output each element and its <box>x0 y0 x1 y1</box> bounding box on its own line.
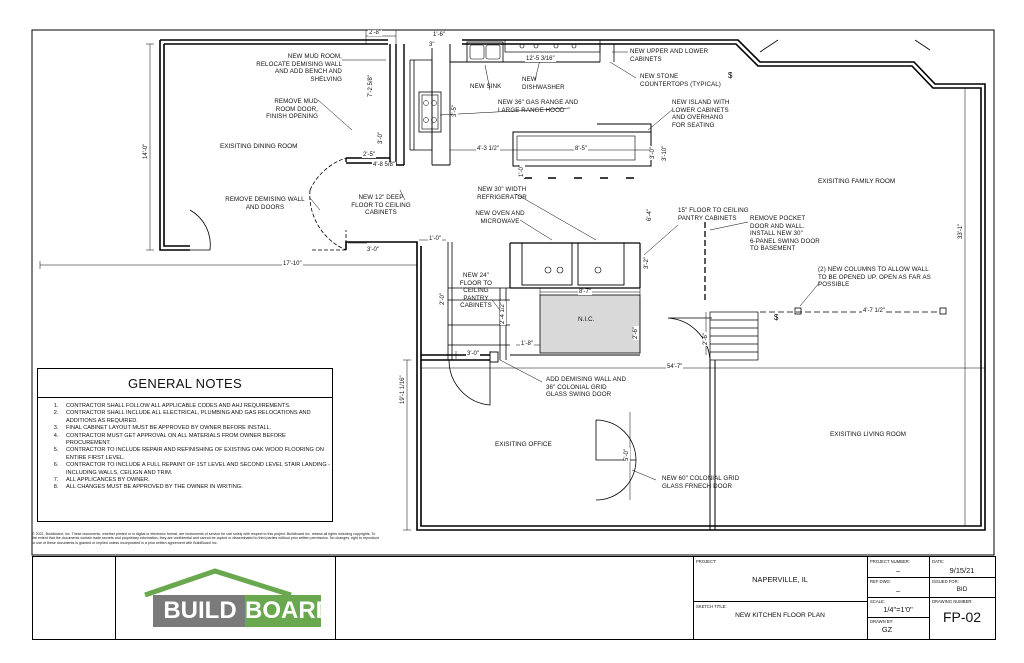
dim-27: 3'-0" <box>466 351 480 357</box>
logo-text-build: BUILD <box>163 597 237 624</box>
house-roof-icon <box>144 568 321 627</box>
drawing-number: FP-02 <box>942 609 982 625</box>
date-label: DATE: <box>932 559 945 564</box>
label-oven-microwave: NEW OVEN AND MICROWAVE <box>475 210 525 225</box>
dim-6: 3'-0" <box>378 131 384 145</box>
note-item: CONTRACTOR TO INCLUDE REPAIR AND REFINIS… <box>60 447 332 462</box>
label-refrigerator: NEW 30" WIDTH REFRIGERATOR <box>477 186 527 201</box>
scale-value: 1/4"=1'0" <box>883 605 913 614</box>
label-mud-room: NEW MUD ROOM, RELOCATE DEMISING WALL AND… <box>256 53 342 83</box>
general-notes-title: GENERAL NOTES <box>128 376 242 391</box>
dim-4: 12'-5 3/16" <box>525 56 556 62</box>
scale-label: SCALE: <box>870 599 885 604</box>
drawing-number-label: DRAWING NUMBER: <box>932 599 973 604</box>
ref-dwg-label: REF DWG: <box>870 579 891 584</box>
dim-8: 2'-5" <box>362 152 376 158</box>
svg-text:$: $ <box>774 313 779 322</box>
dim-24: 2'-6" <box>633 326 639 340</box>
dim-12: 3'-0" <box>650 146 656 160</box>
dim-19: 6'-4" <box>647 208 653 222</box>
general-notes-list: CONTRACTOR SHALL FOLLOW ALL APPLICABLE C… <box>38 403 332 492</box>
label-upper-lower-cabinets: NEW UPPER AND LOWER CABINETS <box>630 48 709 63</box>
label-french-door: NEW 60" COLONIAL GRID GLASS FRNECH DOOR <box>662 475 740 490</box>
dim-30: 33'-1" <box>958 222 964 240</box>
island-outline <box>512 123 652 167</box>
label-pantry-15: 15" FLOOR TO CEILING PANTRY CABINETS <box>678 207 749 222</box>
dim-1: 2'-8" <box>368 30 382 36</box>
dim-5: 7'-2 5/8" <box>368 74 374 98</box>
project-name: NAPERVILLE, IL <box>752 575 808 584</box>
note-item: ALL CHANGES MUST BE APPROVED BY THE OWNE… <box>60 484 332 491</box>
label-new-island: NEW ISLAND WITH LOWER CABINETS AND OVERH… <box>672 99 730 129</box>
dim-25: 1'-8" <box>520 341 534 347</box>
note-item: CONTRACTOR SHALL FOLLOW ALL APPLICABLE C… <box>60 403 332 410</box>
dim-7: 3'-5" <box>452 104 458 118</box>
room-office: EXISITING OFFICE <box>495 441 552 448</box>
dim-20: 3'-2" <box>644 256 650 270</box>
fridge-oven-block <box>509 242 641 289</box>
dim-32: 4'-7 1/2" <box>862 308 886 314</box>
copyright-notice: © 2021, Buildboard, Inc. These documents… <box>32 532 380 545</box>
sketch-title: NEW KITCHEN FLOOR PLAN <box>735 612 825 619</box>
svg-text:$: $ <box>728 71 733 80</box>
drawn-by-label: DRAWN BY: <box>870 619 894 624</box>
dim-29: 19'-1 1/16" <box>400 374 406 405</box>
room-family: EXISITING FAMILY ROOM <box>818 178 896 185</box>
dim-28: 54'-7" <box>666 364 684 370</box>
note-item: FINAL CABINET LAYOUT MUST BE APPROVED BY… <box>60 425 332 432</box>
dim-31: 5'-0" <box>624 448 630 462</box>
dim-23: 2'-4 1/2" <box>500 301 506 325</box>
dim-16: 3'-0" <box>366 247 380 253</box>
dim-26: 2'-6" <box>703 332 709 346</box>
stairs <box>709 311 759 530</box>
dim-3: 3" <box>428 42 436 48</box>
room-living: EXISITING LIVING ROOM <box>830 431 906 438</box>
dim-11: 8'-5" <box>574 146 588 152</box>
label-new-columns: (2) NEW COLUMNS TO ALLOW WALL TO BE OPEN… <box>818 266 931 289</box>
project-number: – <box>895 566 901 575</box>
label-new-dishwasher: NEW DISHWASHER <box>522 76 565 91</box>
logo-text-board: BOARD <box>245 597 333 624</box>
dim-10: 4'-3 1/2" <box>476 146 500 152</box>
note-item: CONTRACTOR SHALL INCLUDE ALL ELECTRICAL,… <box>60 410 332 425</box>
label-new-sink: NEW SINK <box>470 83 502 90</box>
dim-13: 3'-10" <box>662 144 668 162</box>
project-number-label: PROJECT NUMBER: <box>870 559 910 564</box>
label-remove-mud-door: REMOVE MUD ROOM DOOR, FINISH OPENING <box>266 98 318 121</box>
mud-room-walls <box>345 44 405 166</box>
label-pantry-24: NEW 24" FLOOR TO CEILING PANTRY CABINETS <box>459 272 493 310</box>
general-notes-panel: GENERAL NOTES CONTRACTOR SHALL FOLLOW AL… <box>37 368 333 522</box>
title-block: PROJECT: NAPERVILLE, IL SKETCH TITLE: NE… <box>32 556 996 640</box>
dim-22: 8'-7" <box>578 289 592 295</box>
note-item: CONTRACTOR TO INCLUDE A FULL REPAINT OF … <box>60 462 332 477</box>
label-remove-demising: REMOVE DEMISING WALL AND DOORS <box>225 196 305 211</box>
drawn-by: GZ <box>881 625 893 634</box>
issued-for: BID <box>956 586 968 593</box>
label-pocket-door: REMOVE POCKET DOOR AND WALL. INSTALL NEW… <box>750 215 820 253</box>
dim-18: 17'-10" <box>282 261 303 267</box>
dim-14: 1'-0" <box>519 164 525 178</box>
dim-9: 4'-8 5/8" <box>372 162 396 168</box>
date-value: 9/15/21 <box>949 566 975 575</box>
note-item: ALL APPLICANCES BY OWNER. <box>60 477 332 484</box>
project-label: PROJECT: <box>696 559 717 564</box>
ref-dwg: – <box>895 586 901 595</box>
label-stone-countertops: NEW STONE COUNTERTOPS (TYPICAL) <box>640 73 721 88</box>
sketch-title-label: SKETCH TITLE: <box>696 604 727 609</box>
dim-21: 2'-0" <box>440 292 446 306</box>
dim-2: 1'-6" <box>432 32 446 38</box>
label-deep-cabinets: NEW 12" DEEP FLOOR TO CEILING CABINETS <box>351 194 411 217</box>
leader-lines <box>309 51 821 481</box>
buildboard-logo: BUILD BOARD <box>115 565 343 637</box>
dim-17: 1'-0" <box>428 236 442 242</box>
label-demising-door: ADD DEMISING WALL AND 36" COLONIAL GRID … <box>546 376 627 399</box>
issued-for-label: ISSUED FOR: <box>932 579 959 584</box>
room-dining: EXISITING DINING ROOM <box>220 143 298 150</box>
dim-15: 14'-0" <box>143 142 149 160</box>
room-nic: N.I.C. <box>578 316 595 323</box>
note-item: CONTRACTOR MUST GET APPROVAL ON ALL MATE… <box>60 433 332 448</box>
label-gas-range: NEW 36" GAS RANGE AND LARGE RANGE HOOD <box>498 99 579 114</box>
